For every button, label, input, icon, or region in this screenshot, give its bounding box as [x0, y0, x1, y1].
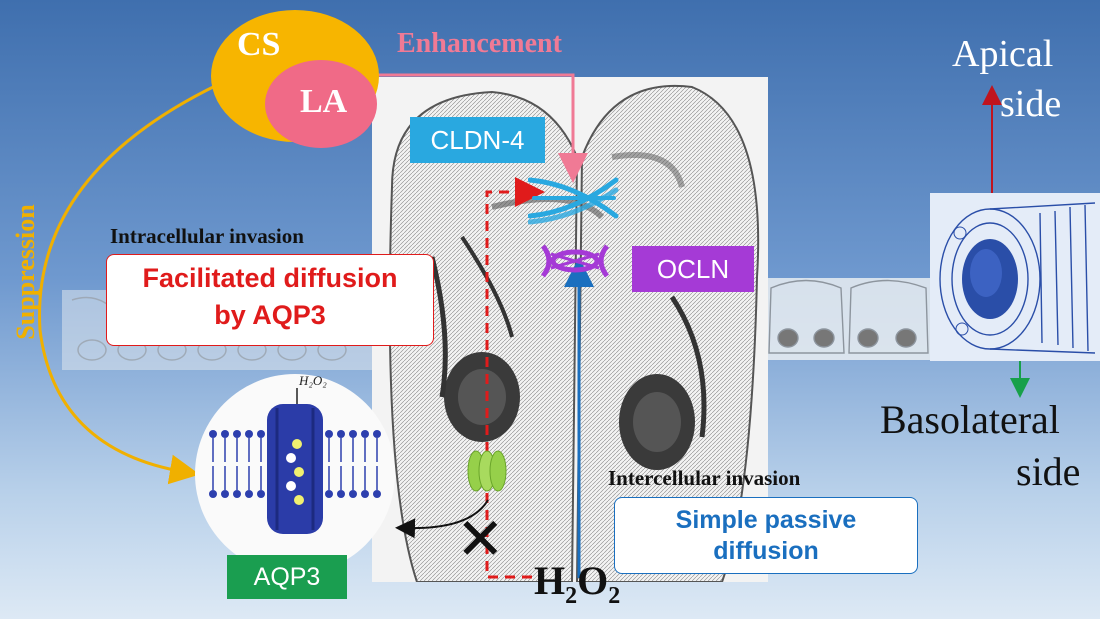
enhancement-arrow	[370, 73, 588, 183]
h2o2-sub-1: 2	[565, 583, 578, 609]
suppression-arrow	[38, 76, 233, 485]
cldn4-badge: CLDN-4	[410, 117, 545, 163]
facilitated-line-1: Facilitated diffusion	[142, 263, 398, 293]
claudin-4-cross-icon	[528, 177, 619, 225]
intracellular-path	[485, 177, 545, 579]
right-faded-cells	[766, 278, 931, 360]
basolateral-label-line-1: Basolateral	[880, 397, 1060, 442]
simple-line-1: Simple passive	[675, 506, 857, 534]
intracellular-heading: Intracellular invasion	[110, 224, 304, 248]
facilitated-line-2: by AQP3	[214, 300, 326, 330]
h2o2-o: O	[577, 558, 609, 603]
suppression-label: Suppression	[11, 204, 40, 340]
block-mark: ✕	[456, 505, 505, 573]
apical-label-line-2: side	[1000, 83, 1062, 125]
h2o2-h: H	[534, 558, 566, 603]
cs-label: CS	[237, 26, 281, 63]
aqp3-callout-arrow	[395, 499, 489, 539]
aqp3-badge: AQP3	[227, 555, 347, 599]
h2o2-main-label: H2O2	[534, 557, 620, 610]
facilitated-diffusion-box: Facilitated diffusion by AQP3	[106, 254, 434, 346]
aqp3-channel-icon	[467, 450, 507, 492]
occludin-loop-icon	[540, 244, 610, 278]
membrane-h2o2-label: H₂O₂	[299, 373, 327, 388]
basolateral-label-line-2: side	[1016, 449, 1081, 494]
intercellular-heading: Intercellular invasion	[608, 466, 801, 490]
simple-line-2: diffusion	[713, 537, 819, 565]
enhancement-label: Enhancement	[397, 28, 562, 59]
simple-diffusion-box: Simple passive diffusion	[614, 497, 918, 574]
apical-label-line-1: Apical	[952, 33, 1054, 75]
ocln-badge: OCLN	[632, 246, 754, 292]
h2o2-sub-2: 2	[608, 583, 621, 609]
la-circle	[265, 60, 377, 148]
la-label: LA	[300, 83, 348, 120]
lipid-bilayer-icon	[195, 374, 395, 574]
cs-la-circles	[211, 10, 379, 148]
epithelial-tube-icon	[930, 193, 1100, 361]
